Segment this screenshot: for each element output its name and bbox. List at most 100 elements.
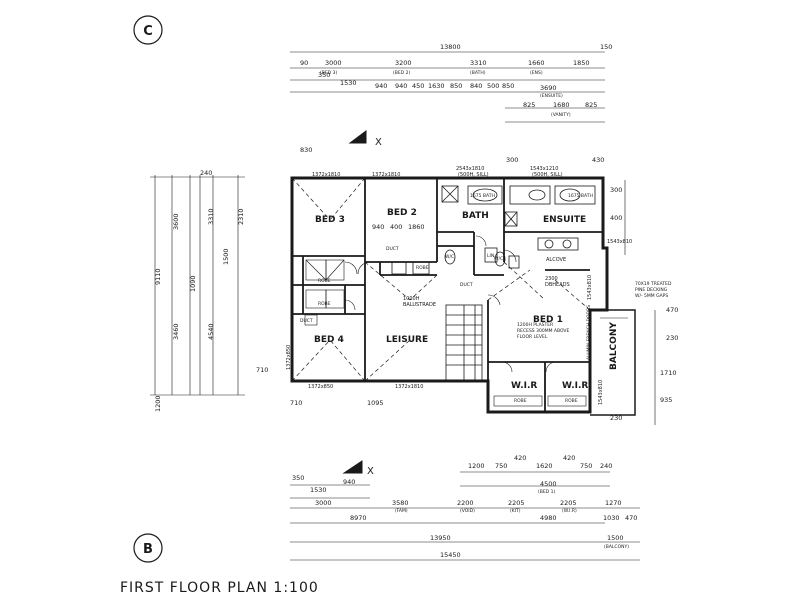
dim-wall-1095: 1095 [367, 399, 384, 407]
dim-bot-label-bed1: (BED 1) [538, 489, 555, 495]
window-ensuite-1: 1543x1210 [530, 166, 558, 172]
dim-left-1090: 1090 [189, 275, 197, 292]
room-leisure: LEISURE [386, 335, 428, 345]
dim-left-3460: 3460 [172, 323, 180, 340]
duct-label-2: DUCT [300, 318, 313, 324]
room-wir-1: W.I.R [511, 381, 537, 391]
room-bed-2: BED 2 [387, 208, 417, 218]
decking-note-2: PINE DECKING [635, 287, 668, 293]
dim-top-850a: 850 [450, 82, 462, 90]
top-dimension-lines [290, 51, 605, 123]
dim-top-825a: 825 [523, 101, 535, 109]
window-bed4: 1372x850 [308, 384, 333, 390]
dim-top-label-ensuite: (ENSUITE) [540, 93, 563, 99]
grid-label-c: C [143, 24, 153, 39]
dim-wall-710: 710 [290, 399, 302, 407]
dim-bot-2200: 2200 [457, 499, 474, 507]
dim-bot-1030: 1030 [603, 514, 620, 522]
room-bed-4: BED 4 [314, 335, 344, 345]
dim-top-1680: 1680 [553, 101, 570, 109]
section-mark-top: X [375, 137, 382, 148]
dim-bot-label-wir: (W.I.R) [562, 508, 577, 514]
bottom-dimension-lines [290, 471, 640, 561]
dim-top-430: 430 [592, 156, 604, 164]
dim-left-9110: 9110 [154, 268, 162, 285]
grid-label-b: B [143, 542, 153, 557]
doors-note: ALUMIN FRENCH DOORS [586, 305, 592, 360]
bath-tub-label: 1675 BATH [470, 193, 495, 199]
room-bath: BATH [462, 211, 489, 221]
lin-label: LIN [487, 253, 494, 259]
dim-int-400: 400 [390, 223, 402, 231]
dim-top-label-bed2: (BED 2) [393, 70, 410, 76]
section-marker-bottom [342, 460, 363, 474]
robes [304, 259, 587, 407]
drawing-title: FIRST FLOOR PLAN 1:100 [120, 580, 319, 596]
dim-left-4540: 4540 [207, 323, 215, 340]
dim-top-840: 840 [470, 82, 482, 90]
duct-label-3: DUCT [460, 282, 473, 288]
door-swings [344, 235, 557, 373]
window-ensuite-side: 1543x810 [607, 239, 632, 245]
robe-label-1: ROBE [416, 265, 429, 271]
window-bath-2: (500H, SILL) [458, 172, 489, 178]
dim-bot-420a: 420 [514, 454, 526, 462]
grid-bubble-c [133, 15, 163, 45]
wc-label-2: W/C [494, 256, 503, 262]
decking-note-3: W/- 5MM GAPS [635, 293, 668, 299]
dim-right-470: 470 [666, 306, 678, 314]
dim-top-3000: 3000 [325, 59, 342, 67]
dim-top-150: 150 [600, 43, 612, 51]
dim-top-500: 500 [487, 82, 499, 90]
dim-bot-label-void: (VOID) [460, 508, 475, 514]
dim-right-230b: 230 [610, 414, 622, 422]
dim-bot-13950: 13950 [430, 534, 451, 542]
dim-bot-470: 470 [625, 514, 637, 522]
dim-bot-1500: 1500 [607, 534, 624, 542]
alcove-label: ALCOVE [546, 257, 566, 263]
dim-top-label-ens: (ENS) [530, 70, 543, 76]
dim-bot-8970: 8970 [350, 514, 367, 522]
staircase [445, 304, 483, 382]
dim-left-3310: 3310 [207, 208, 215, 225]
room-bed-1: BED 1 [533, 315, 563, 325]
dim-right-1710: 1710 [660, 369, 677, 377]
balcony [590, 309, 636, 416]
dim-bot-3000: 3000 [315, 499, 332, 507]
window-bed4-side: 1372x850 [286, 345, 292, 370]
dim-top-3310: 3310 [470, 59, 487, 67]
dim-top-label-bed3: (BED 3) [320, 70, 337, 76]
dim-top-350: 350 [318, 71, 330, 79]
dim-left-1500: 1500 [222, 248, 230, 265]
robe-label-3: ROBE [318, 301, 331, 307]
robe-label-5: ROBE [565, 398, 578, 404]
dim-top-3200: 3200 [395, 59, 412, 67]
dim-bot-2205a: 2205 [508, 499, 525, 507]
window-ensuite-2: (500H, SILL) [532, 172, 563, 178]
fixtures [391, 185, 596, 275]
beads-note-1: 2300 [545, 276, 558, 282]
ensuite-bath-label: 1675 BATH [568, 193, 593, 199]
dim-top-940b: 940 [395, 82, 407, 90]
robe-label-4: ROBE [514, 398, 527, 404]
dim-bot-750a: 750 [495, 462, 507, 470]
right-dimension-lines [624, 180, 656, 425]
dim-left-240: 240 [200, 169, 212, 177]
dim-bot-15450: 15450 [440, 551, 461, 559]
dim-bot-2205b: 2205 [560, 499, 577, 507]
dim-wall-710b: 710 [256, 366, 268, 374]
decking-note-1: 70X19 TREATED [635, 281, 672, 287]
left-dimension-lines [150, 175, 245, 396]
bed1-note-3: FLOOR LEVEL [517, 334, 548, 340]
section-marker-top [348, 130, 367, 144]
dim-left-3600: 3600 [172, 213, 180, 230]
dim-top-label-bath: (BATH) [470, 70, 486, 76]
dim-left-1200: 1200 [154, 395, 162, 412]
dim-bot-4980: 4980 [540, 514, 557, 522]
bed1-note-1: 1200H PLASTER [517, 322, 553, 328]
bed1-note-2: RECESS 300MM ABOVE [517, 328, 570, 334]
dim-bot-750b: 750 [580, 462, 592, 470]
room-wir-2: W.I.R [562, 381, 588, 391]
